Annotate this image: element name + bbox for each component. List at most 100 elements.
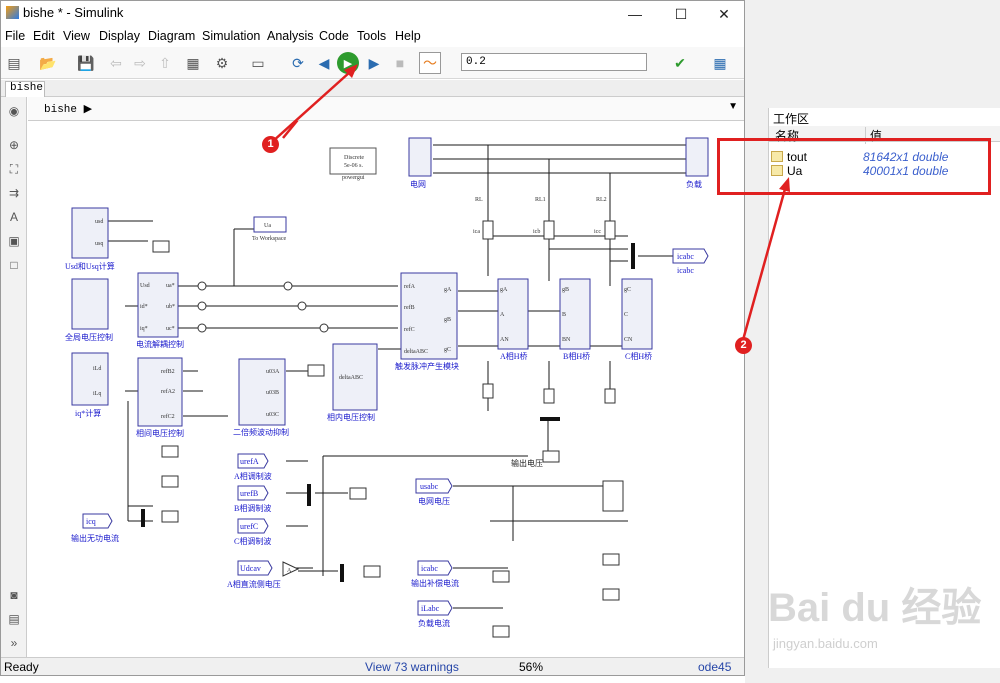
model-canvas[interactable]: 电网 负载 Usd和Usq计算 全局电压控制 iq*计算 电流解耦控制 相间电压…: [28, 121, 744, 657]
interphase-port-c2: refC2: [161, 413, 175, 420]
urefb-label: B相调制波: [234, 503, 271, 513]
tab-bishe[interactable]: bishe: [5, 81, 45, 97]
decouple-block-label: 电流解耦控制: [136, 339, 184, 349]
second-port-b: u03B: [266, 390, 279, 396]
back-icon[interactable]: ⇦: [110, 54, 122, 71]
annotation-icon[interactable]: A: [9, 210, 18, 224]
icabc2-label: 输出补偿电流: [411, 578, 459, 588]
annotation-badge-2: 2: [735, 337, 752, 354]
fit-view-icon[interactable]: ⛶: [9, 162, 19, 176]
powergui-line1: Discrete: [344, 155, 364, 161]
trigger-port-refa: refA: [404, 283, 416, 290]
zoom-level: 56%: [519, 660, 544, 674]
menu-diagram[interactable]: Diagram: [148, 29, 196, 43]
chevron-down-icon[interactable]: ▼: [728, 101, 738, 112]
menu-view[interactable]: View: [63, 29, 90, 43]
arrow-1: [271, 64, 358, 143]
open-icon[interactable]: 📂: [39, 54, 57, 71]
status-ready: Ready: [4, 660, 39, 674]
intraphase-block-label: 相内电压控制: [327, 412, 375, 422]
simulink-logo-icon: [6, 6, 19, 19]
rl-label: RL: [475, 197, 483, 203]
grid-label: 电网: [410, 179, 426, 189]
workspace-row-tout[interactable]: tout 81642x1 double: [769, 150, 1000, 164]
new-model-icon[interactable]: ▤: [7, 54, 21, 71]
decouple-port-ua: ua*: [166, 283, 175, 289]
icq-tag: icq: [86, 517, 96, 526]
step-back-icon[interactable]: ◀: [318, 54, 330, 71]
menu-file[interactable]: File: [5, 29, 26, 43]
model-explorer-icon[interactable]: ▭: [251, 54, 265, 71]
library-icon[interactable]: ▦: [186, 54, 200, 71]
simulink-window: bishe * - Simulink — ☐ ✕ File Edit View …: [0, 0, 745, 676]
hide-browser-icon[interactable]: ◉: [8, 104, 20, 118]
camera-icon[interactable]: ◙: [10, 588, 18, 602]
menu-analysis[interactable]: Analysis: [267, 29, 314, 43]
bridge-a-port-g: gA: [500, 287, 508, 293]
menu-tools[interactable]: Tools: [357, 29, 387, 43]
urefc-label: C相调制波: [234, 536, 271, 546]
address-bar: bishe ▶ ▼: [28, 97, 744, 121]
menu-display[interactable]: Display: [99, 29, 140, 43]
arrow-2: [741, 177, 790, 341]
stop-icon[interactable]: ■: [395, 55, 405, 71]
usabc-tag: usabc: [420, 482, 439, 491]
menu-code[interactable]: Code: [319, 29, 349, 43]
powergui-label: powergui: [342, 175, 365, 181]
bridge-a-port-a: A: [500, 312, 505, 318]
trigger-port-refc: refC: [404, 326, 415, 333]
stop-time-input[interactable]: [461, 53, 647, 71]
build-icon[interactable]: ▦: [713, 54, 727, 71]
intraphase-port: deltaABC: [339, 375, 363, 381]
save-icon[interactable]: 💾: [77, 54, 95, 71]
image-icon[interactable]: ▣: [8, 234, 20, 248]
breadcrumb[interactable]: bishe ▶: [44, 104, 93, 116]
menu-simulation[interactable]: Simulation: [202, 29, 261, 43]
arrow-icon[interactable]: ⇉: [8, 186, 20, 200]
minimize-button[interactable]: —: [628, 6, 642, 22]
to-workspace-var: Ua: [264, 223, 271, 229]
menu-help[interactable]: Help: [395, 29, 421, 43]
close-button[interactable]: ✕: [718, 6, 730, 22]
zoom-icon[interactable]: ⊕: [8, 138, 20, 152]
area-icon[interactable]: □: [10, 258, 18, 272]
icq-tag-label: 输出无功电流: [71, 533, 119, 543]
usd-port: usd: [95, 219, 103, 225]
update-diagram-icon[interactable]: ⟳: [292, 54, 304, 71]
output-voltage-label: 输出电压: [511, 458, 543, 468]
interphase-block-label: 相间电压控制: [136, 428, 184, 438]
maximize-button[interactable]: ☐: [674, 6, 688, 22]
solver-name[interactable]: ode45: [698, 660, 732, 674]
icb-label: icb: [533, 229, 540, 235]
highlight-box: [717, 138, 991, 195]
annotation-badge-1: 1: [262, 136, 279, 153]
warnings-link[interactable]: View 73 warnings: [365, 660, 459, 674]
bridge-c-port-g: gC: [624, 287, 631, 293]
trigger-port-delta: deltaABC: [404, 349, 428, 355]
decouple-port-usd: Usd: [140, 283, 150, 289]
matrix-icon: [771, 151, 783, 162]
workspace-row-ua[interactable]: Ua 40001x1 double: [769, 164, 1000, 178]
icc-label: icc: [594, 229, 601, 235]
second-block-label: 二倍频波动抑制: [233, 427, 289, 437]
forward-icon[interactable]: ⇨: [134, 54, 146, 71]
urefa-label: A相调制波: [234, 471, 272, 481]
expand-icon[interactable]: »: [10, 636, 18, 650]
check-icon[interactable]: ✔: [674, 54, 686, 71]
scope-icon[interactable]: 〜: [419, 52, 441, 74]
settings-gear-icon[interactable]: ⚙: [215, 54, 229, 71]
up-icon[interactable]: ⇧: [159, 54, 171, 71]
tab-strip: bishe: [1, 80, 744, 97]
ilq-port: iLq: [93, 391, 101, 397]
icabc-tag-label: icabc: [677, 266, 694, 275]
left-palette: ◉ ⊕ ⛶ ⇉ A ▣ □ ◙ ▤ »: [1, 97, 27, 657]
report-icon[interactable]: ▤: [8, 612, 20, 626]
decouple-port-uc: uc*: [166, 326, 175, 332]
baidu-watermark-logo: Bai du 经验: [768, 586, 982, 630]
trigger-port-gb: gB: [444, 317, 451, 323]
workspace-panel: 工作区 名称 值 tout 81642x1 double Ua 40001x1 …: [768, 108, 1000, 668]
menu-edit[interactable]: Edit: [33, 29, 55, 43]
bridge-b-port-bn: BN: [562, 337, 571, 343]
step-forward-icon[interactable]: ▶: [368, 54, 380, 71]
icabc-tag: icabc: [677, 252, 694, 261]
